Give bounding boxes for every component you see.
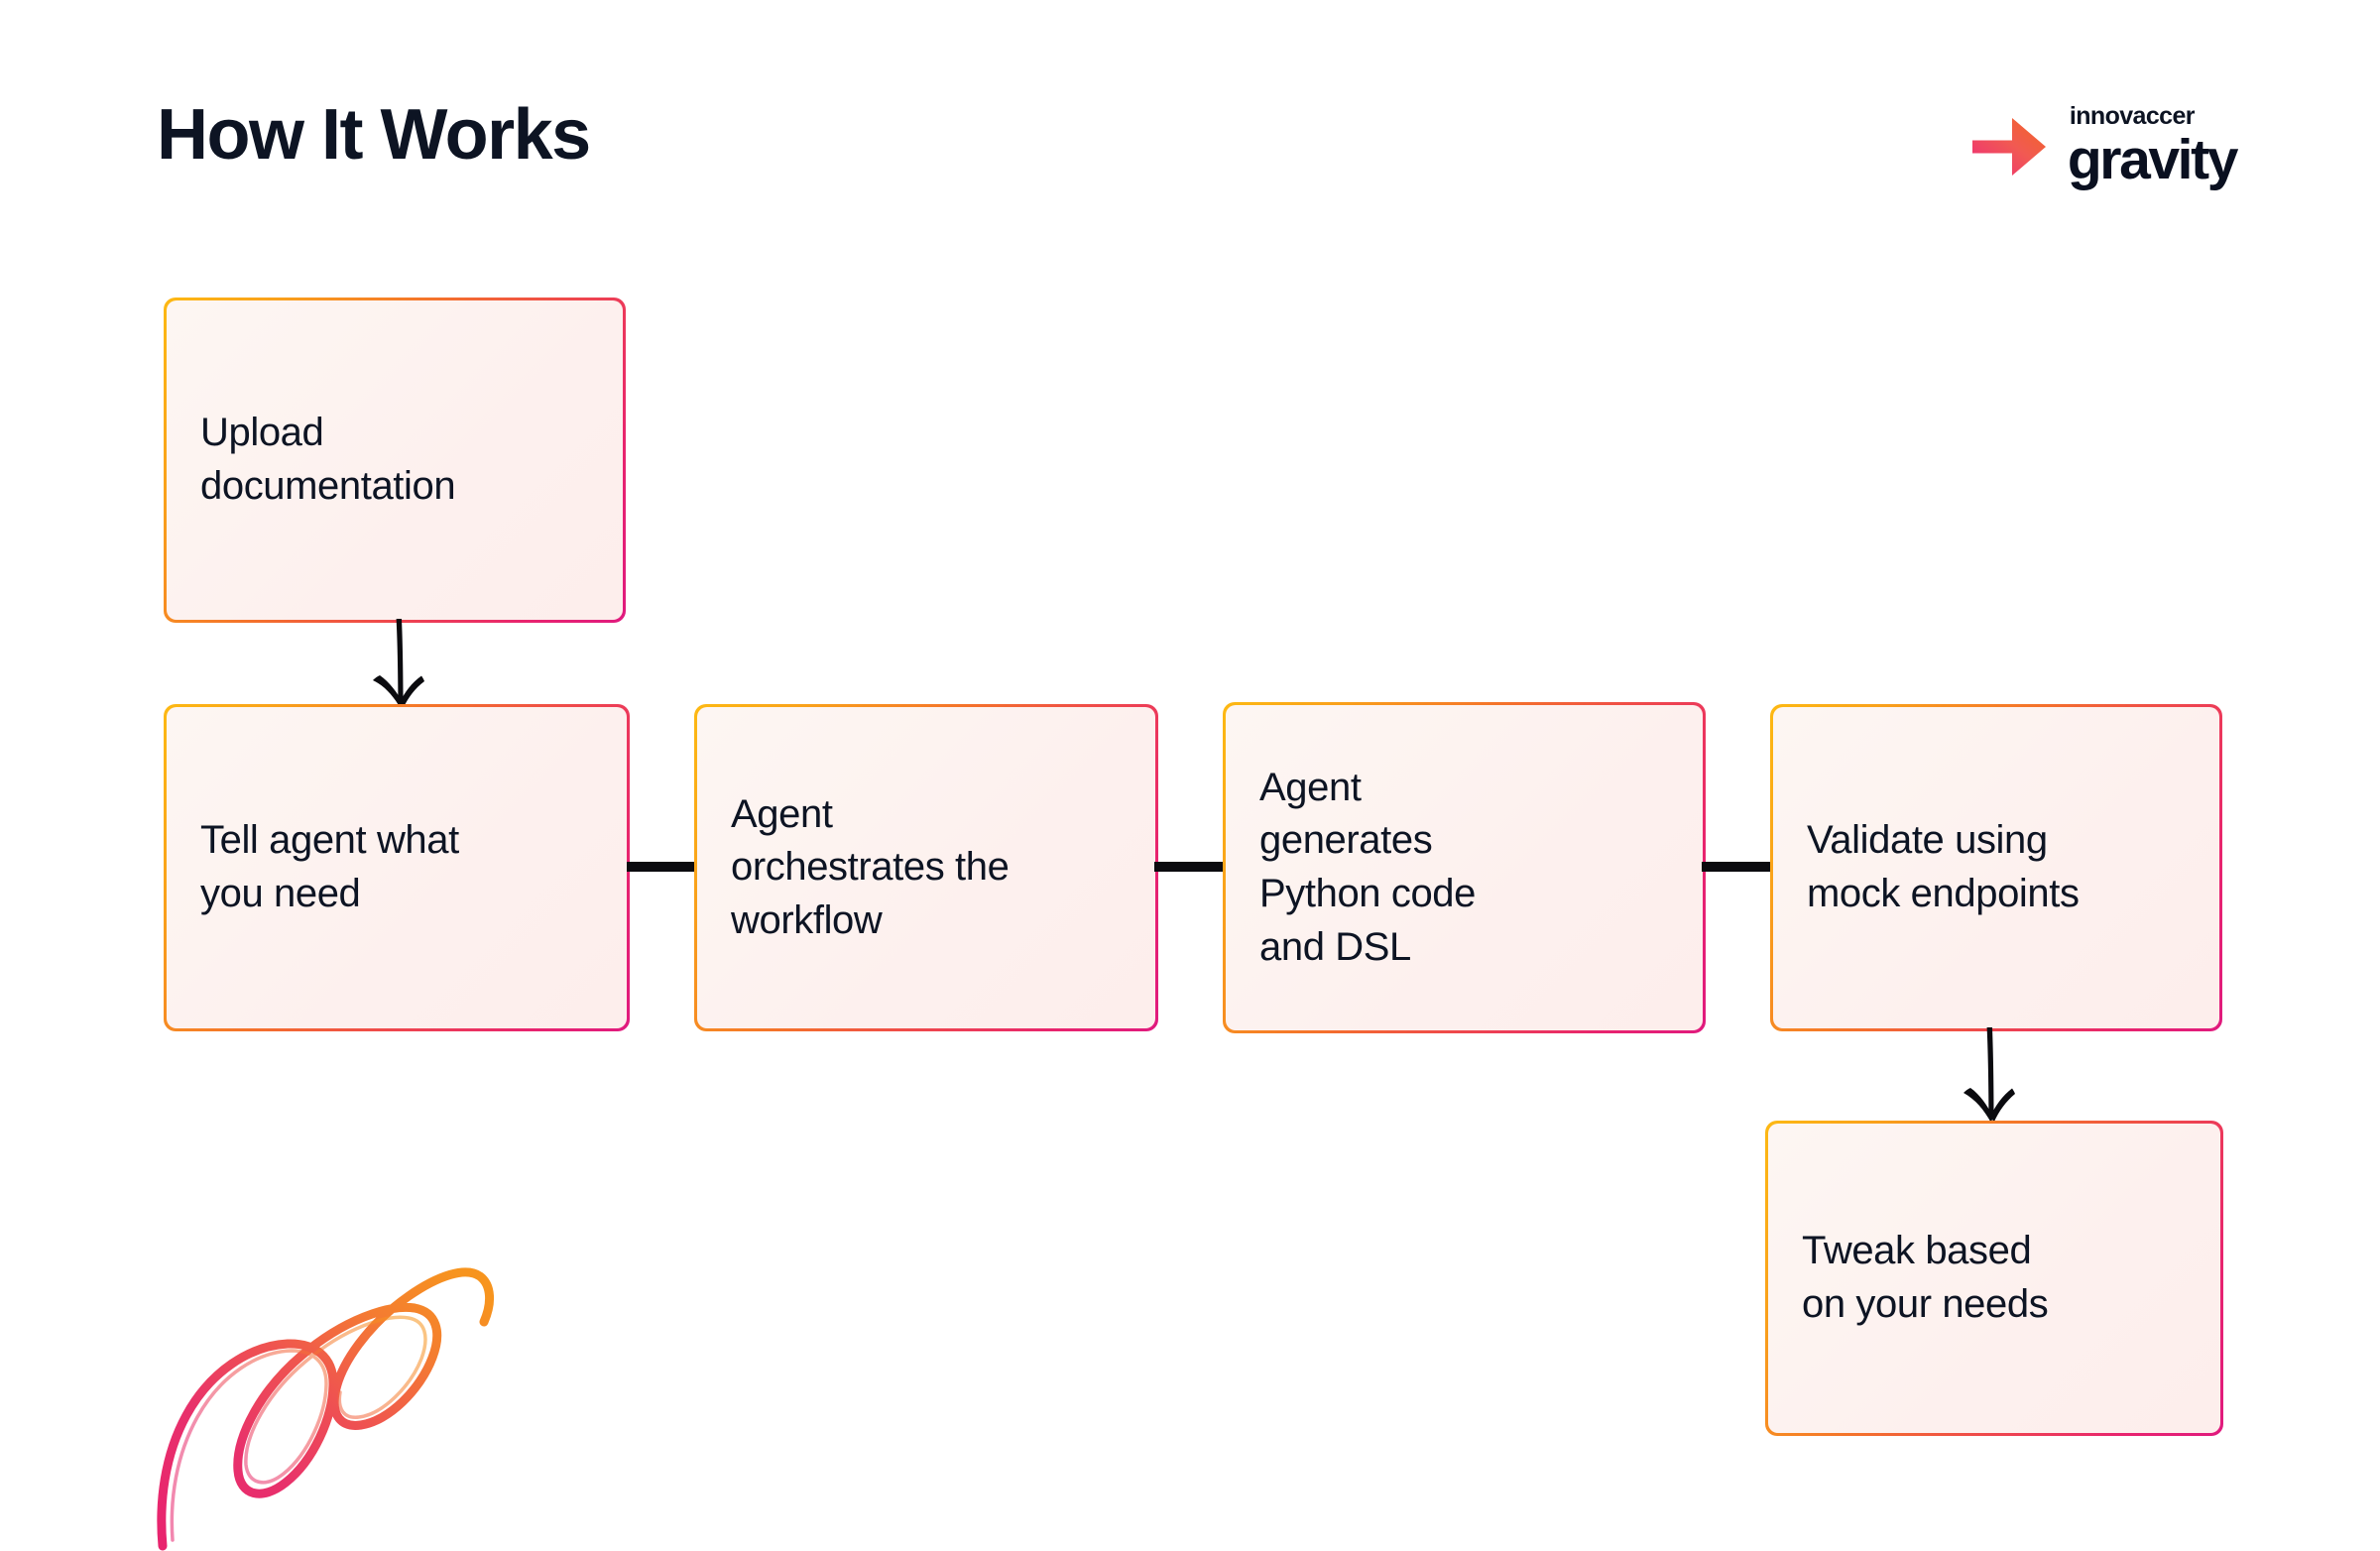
connector-orchestrate-to-generate xyxy=(1154,862,1227,872)
logo-company-name: innovaccer xyxy=(2069,102,2196,130)
arrow-down-validate-to-tweak-icon xyxy=(1964,1027,2015,1123)
flow-step-tell[interactable]: Tell agent what you need xyxy=(164,704,630,1031)
logo-wordmark: innovaccer gravity xyxy=(2067,102,2239,191)
page-title: How It Works xyxy=(157,95,591,175)
flow-step-validate-label: Validate using mock endpoints xyxy=(1807,818,2080,915)
flow-step-generate-label: Agent generates Python code and DSL xyxy=(1259,765,1476,969)
flow-step-generate[interactable]: Agent generates Python code and DSL xyxy=(1223,702,1706,1033)
flow-step-upload-label: Upload documentation xyxy=(200,411,456,508)
flow-step-tell-body: Tell agent what you need xyxy=(167,707,627,1028)
flow-step-tweak[interactable]: Tweak based on your needs xyxy=(1765,1121,2223,1436)
flow-step-tweak-body: Tweak based on your needs xyxy=(1768,1124,2220,1433)
flow-step-validate[interactable]: Validate using mock endpoints xyxy=(1770,704,2222,1031)
logo-product-name: gravity xyxy=(2067,128,2239,191)
flow-step-upload[interactable]: Upload documentation xyxy=(164,298,626,623)
brush-swirl-decoration-icon xyxy=(157,1267,494,1551)
flow-step-orchestrate-label: Agent orchestrates the workflow xyxy=(731,791,1010,942)
flow-step-generate-body: Agent generates Python code and DSL xyxy=(1226,705,1703,1030)
brand-logo: innovaccer gravity xyxy=(1971,102,2239,191)
flow-step-tell-label: Tell agent what you need xyxy=(200,818,459,915)
arrow-down-upload-to-tell-icon xyxy=(373,619,424,708)
flow-step-validate-body: Validate using mock endpoints xyxy=(1773,707,2219,1028)
connector-tell-to-orchestrate xyxy=(627,862,698,872)
arrow-right-gradient-icon xyxy=(1971,117,2046,176)
flow-step-tweak-label: Tweak based on your needs xyxy=(1802,1229,2049,1326)
connector-generate-to-validate xyxy=(1702,862,1774,872)
flow-step-orchestrate[interactable]: Agent orchestrates the workflow xyxy=(694,704,1158,1031)
flow-step-orchestrate-body: Agent orchestrates the workflow xyxy=(697,707,1155,1028)
flow-step-upload-body: Upload documentation xyxy=(167,300,623,620)
